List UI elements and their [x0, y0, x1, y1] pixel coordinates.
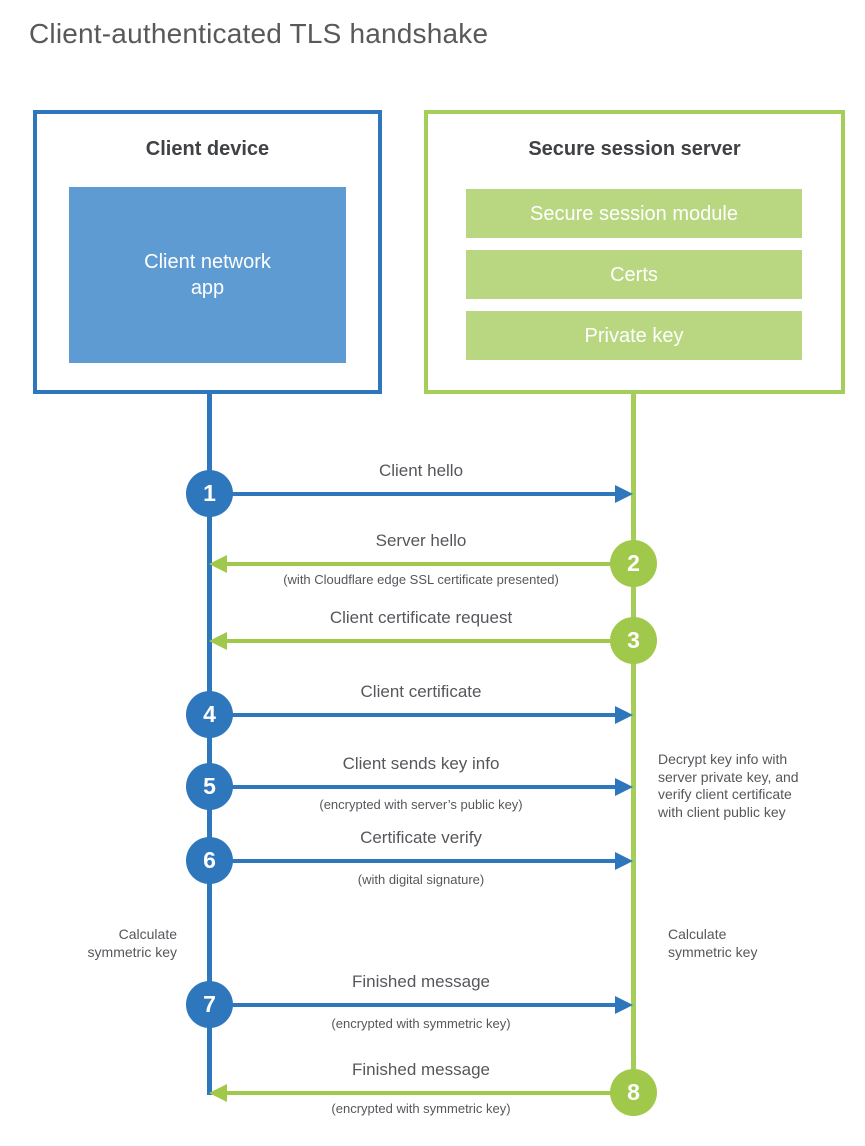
- step-3-arrowhead-icon: [209, 632, 227, 650]
- step-4-arrowhead-icon: [615, 706, 633, 724]
- step-1-arrowhead-icon: [615, 485, 633, 503]
- server-lifeline: [631, 394, 636, 1093]
- step-2-arrow: [225, 562, 633, 566]
- step-6-arrow: [209, 859, 617, 863]
- step-3-number: 3: [627, 627, 640, 653]
- step-1-circle: 1: [186, 470, 233, 517]
- secure-session-server-title: Secure session server: [528, 138, 741, 160]
- step-2-arrowhead-icon: [209, 555, 227, 573]
- client-lifeline: [207, 394, 212, 1095]
- step-5-label: Client sends key info: [342, 754, 500, 773]
- step-2-sublabel: (with Cloudflare edge SSL certificate pr…: [283, 572, 559, 587]
- server-module-certs: Certs: [466, 250, 802, 299]
- step-8-sublabel: (encrypted with symmetric key): [331, 1101, 511, 1116]
- step-8-label: Finished message: [352, 1060, 490, 1079]
- step-5-number: 5: [203, 773, 216, 799]
- step-7-arrow: [209, 1003, 617, 1007]
- step-3-arrow: [225, 639, 633, 643]
- step-3-circle: 3: [610, 617, 657, 664]
- note-client-calculate-symmetric-key: Calculate symmetric key: [87, 926, 177, 960]
- step-6-circle: 6: [186, 837, 233, 884]
- client-device-title: Client device: [145, 138, 270, 160]
- server-module-secure-session: Secure session module: [466, 189, 802, 238]
- step-6-label: Certificate verify: [360, 828, 482, 847]
- step-2-circle: 2: [610, 540, 657, 587]
- step-7-circle: 7: [186, 981, 233, 1028]
- step-8-arrowhead-icon: [209, 1084, 227, 1102]
- step-8-arrow: [225, 1091, 633, 1095]
- step-1-arrow: [209, 492, 617, 496]
- step-5-circle: 5: [186, 763, 233, 810]
- step-8-circle: 8: [610, 1069, 657, 1116]
- server-module-private-key: Private key: [466, 311, 802, 360]
- step-7-sublabel: (encrypted with symmetric key): [331, 1016, 511, 1031]
- step-4-label: Client certificate: [360, 682, 482, 701]
- step-6-number: 6: [203, 847, 216, 873]
- step-3-label: Client certificate request: [329, 608, 513, 627]
- step-1-label: Client hello: [378, 461, 464, 480]
- step-2-number: 2: [627, 550, 640, 576]
- note-server-calculate-symmetric-key: Calculate symmetric key: [668, 926, 758, 960]
- step-4-arrow: [209, 713, 617, 717]
- client-network-app-box: Client network app: [69, 187, 346, 363]
- step-1-number: 1: [203, 480, 216, 506]
- step-7-label: Finished message: [352, 972, 490, 991]
- step-6-arrowhead-icon: [615, 852, 633, 870]
- step-2-label: Server hello: [375, 531, 467, 550]
- step-7-arrowhead-icon: [615, 996, 633, 1014]
- step-4-circle: 4: [186, 691, 233, 738]
- step-8-number: 8: [627, 1079, 640, 1105]
- page-title: Client-authenticated TLS handshake: [29, 18, 489, 49]
- step-6-sublabel: (with digital signature): [357, 872, 485, 887]
- note-server-decrypt: Decrypt key info with server private key…: [658, 751, 799, 820]
- step-4-number: 4: [203, 701, 216, 727]
- step-7-number: 7: [203, 991, 216, 1017]
- step-5-sublabel: (encrypted with server’s public key): [319, 797, 523, 812]
- step-5-arrowhead-icon: [615, 778, 633, 796]
- step-5-arrow: [209, 785, 617, 789]
